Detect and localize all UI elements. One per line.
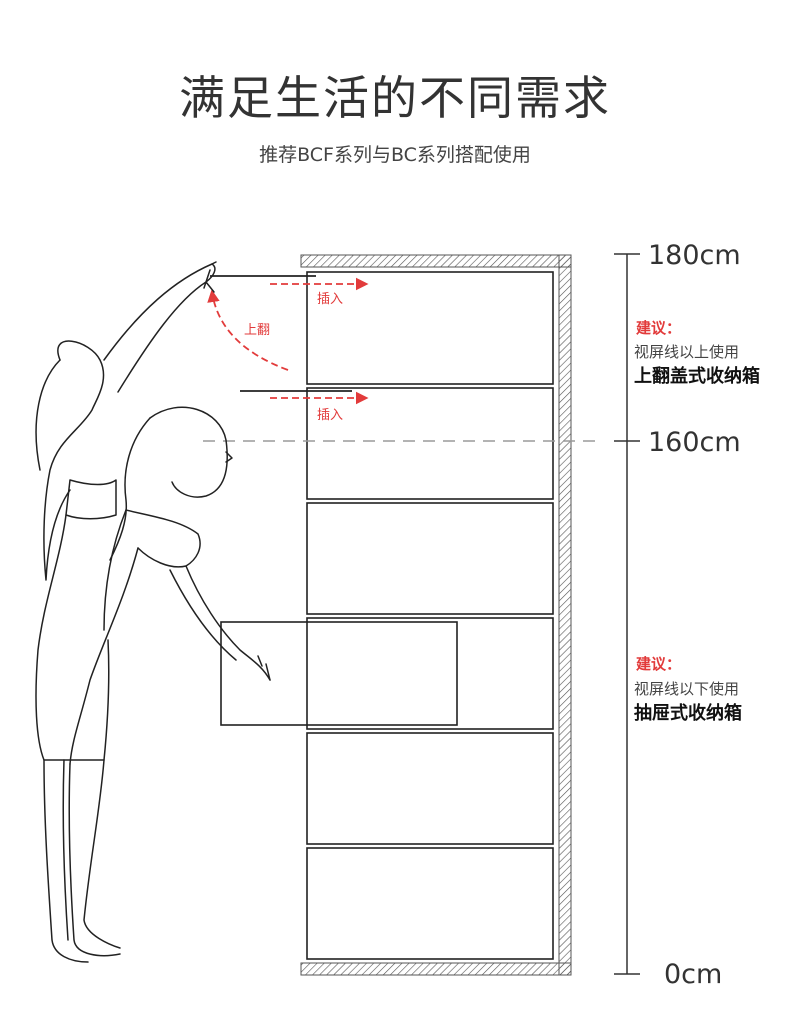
storage-box-5 bbox=[306, 732, 554, 845]
suggestion-lower-product: 抽屉式收纳箱 bbox=[634, 702, 742, 724]
insert-label-middle: 插入 bbox=[317, 408, 343, 423]
suggestion-upper-line: 视屏线以上使用 bbox=[634, 343, 739, 361]
height-label-160: 160cm bbox=[648, 427, 741, 458]
storage-boxes bbox=[306, 271, 554, 960]
storage-box-6 bbox=[306, 847, 554, 960]
woman-leaning-forward bbox=[68, 406, 271, 957]
storage-box-2 bbox=[306, 387, 554, 500]
woman-reaching-up bbox=[35, 261, 217, 963]
suggestion-upper-product: 上翻盖式收纳箱 bbox=[634, 365, 760, 387]
suggestion-upper-title: 建议： bbox=[636, 319, 681, 337]
height-scale bbox=[614, 253, 640, 975]
suggestion-lower-title: 建议： bbox=[636, 655, 681, 673]
height-label-180: 180cm bbox=[648, 240, 741, 271]
suggestion-lower-line: 视屏线以下使用 bbox=[634, 680, 739, 698]
storage-box-1 bbox=[306, 271, 554, 385]
insert-label-top: 插入 bbox=[317, 292, 343, 307]
page-title: 满足生活的不同需求 bbox=[179, 71, 611, 125]
cabinet-frame bbox=[300, 254, 572, 976]
page-subtitle: 推荐BCF系列与BC系列搭配使用 bbox=[259, 144, 531, 166]
flip-up-arrow bbox=[207, 289, 289, 371]
height-label-0: 0cm bbox=[664, 959, 722, 990]
pulled-drawer bbox=[220, 621, 458, 726]
storage-box-3 bbox=[306, 502, 554, 615]
flip-up-label: 上翻 bbox=[244, 323, 270, 338]
storage-box-4 bbox=[306, 617, 554, 730]
